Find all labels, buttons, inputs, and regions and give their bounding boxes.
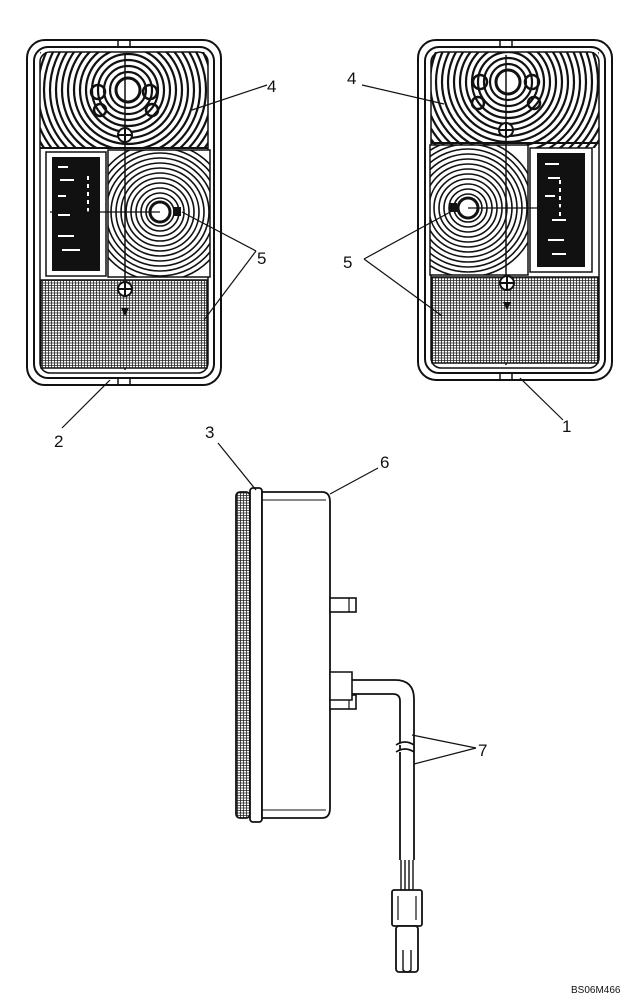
lens-ring <box>108 150 210 277</box>
callout-4-right: 4 <box>347 69 356 88</box>
side-view-cable-grommet <box>329 671 353 701</box>
callout-2: 2 <box>54 432 63 451</box>
leader-lines <box>61 84 564 765</box>
lamp-side-view <box>235 487 423 973</box>
lens-ring <box>72 52 184 146</box>
side-view-connector <box>391 889 423 927</box>
lens-ring <box>108 157 210 267</box>
callout-labels: 1 2 3 4 4 5 5 6 7 BS06M466 <box>54 69 621 996</box>
lens-ring <box>431 52 599 148</box>
right-lamp-grid-lens <box>431 276 599 364</box>
side-view-housing <box>261 491 331 819</box>
drawing-code: BS06M466 <box>571 985 621 996</box>
callout-5-right: 5 <box>343 253 352 272</box>
lens-ring <box>60 52 196 148</box>
callout-1: 1 <box>562 417 571 436</box>
callout-7: 7 <box>478 741 487 760</box>
lens-ring <box>54 52 202 148</box>
lens-ring <box>434 52 582 148</box>
lens-ring <box>108 70 148 110</box>
right-lamp-front-view <box>417 39 613 381</box>
left-lamp-top-bulb <box>114 76 142 104</box>
lens-ring <box>108 152 210 272</box>
left-lamp-top-ring-section <box>40 52 208 148</box>
side-view-lens-edge <box>235 491 251 819</box>
lens-ring <box>431 52 588 148</box>
lens-ring <box>42 52 208 148</box>
callout-3: 3 <box>205 423 214 442</box>
lens-ring <box>431 52 594 148</box>
callout-4-left: 4 <box>267 77 276 96</box>
lens-ring <box>482 56 534 108</box>
side-view-mounting-stud-upper <box>329 597 357 613</box>
left-lamp-front-view <box>26 39 222 386</box>
right-lamp-top-bulb <box>494 68 522 96</box>
lens-ring <box>430 145 528 273</box>
right-lamp-label-panel <box>537 153 585 267</box>
callout-6: 6 <box>380 453 389 472</box>
callout-5-left: 5 <box>257 249 266 268</box>
side-view-connector-tip <box>395 925 419 973</box>
lens-ring <box>66 52 190 148</box>
side-view-wiring-harness <box>352 679 415 860</box>
side-view-gasket <box>249 487 263 823</box>
lens-ring <box>48 52 208 148</box>
lens-ring <box>440 52 576 148</box>
